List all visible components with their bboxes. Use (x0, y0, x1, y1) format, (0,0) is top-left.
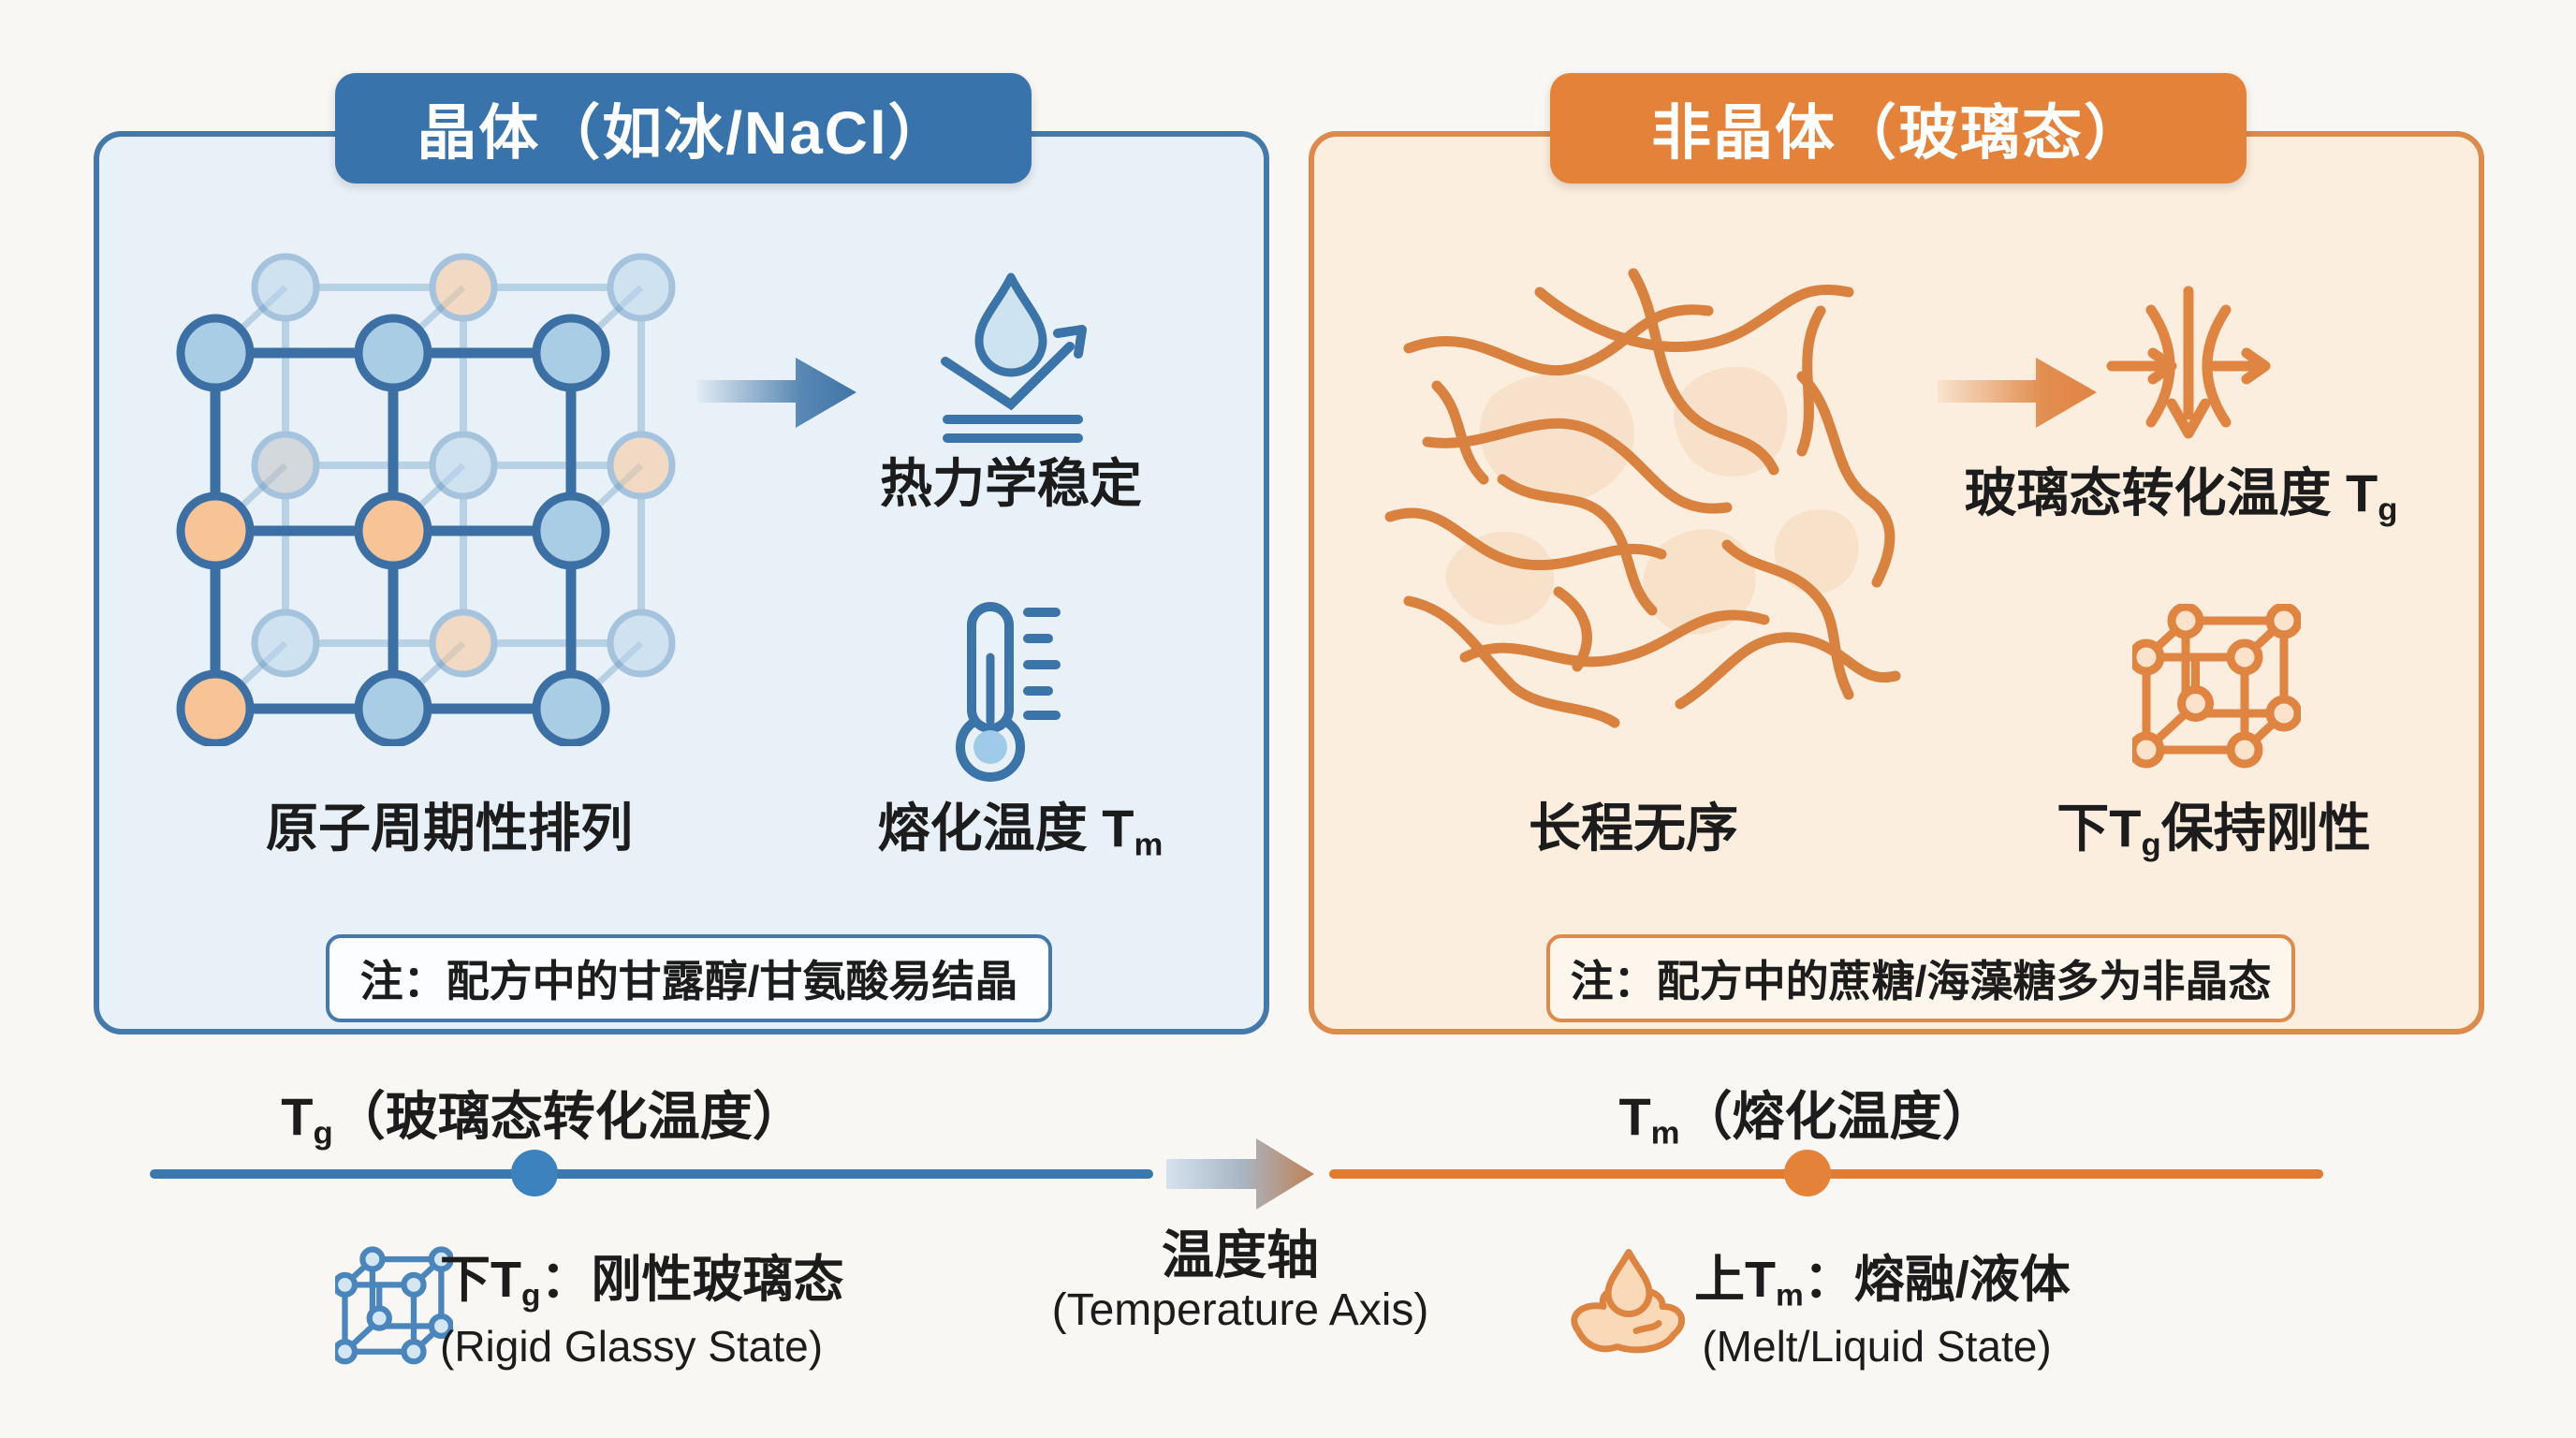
amorphous-panel-title: 非晶体（玻璃态） (1550, 73, 2247, 183)
cube-lattice-blue-icon (335, 1246, 453, 1365)
amorphous-tangle-icon (1384, 268, 1901, 728)
caption-glass-transition: 玻璃态转化温度 Tg (1964, 463, 2398, 528)
axis-point-tg (511, 1150, 558, 1196)
amorphous-note: 注：配方中的蔗糖/海藻糖多为非晶态 (1546, 934, 2295, 1022)
crystal-lattice-icon (176, 253, 676, 746)
caption-periodic-arrangement: 原子周期性排列 (266, 799, 633, 858)
compress-arrows-icon (2106, 286, 2271, 439)
amorphous-panel-title-text: 非晶体（玻璃态） (1651, 99, 2145, 167)
right-arrow-orange-icon (1938, 358, 2097, 428)
crystal-note: 注：配方中的甘露醇/甘氨酸易结晶 (326, 934, 1052, 1022)
crystal-panel-title-text: 晶体（如冰/NaCl） (417, 99, 950, 167)
melt-puddle-icon (1571, 1249, 1686, 1354)
right-arrow-blue-icon (697, 358, 856, 428)
axis-point-tm (1784, 1150, 1831, 1196)
axis-label-tm: Tm（熔化温度） (1618, 1087, 1995, 1152)
thermometer-icon (956, 602, 1061, 782)
axis-line-blue (150, 1169, 1153, 1179)
axis-center-label-en: (Temperature Axis) (1051, 1285, 1429, 1335)
caption-thermodynamic-stable: 热力学稳定 (880, 454, 1142, 513)
axis-label-tg: Tg（玻璃态转化温度） (281, 1087, 805, 1152)
caption-melting-temperature: 熔化温度 Tm (877, 799, 1164, 863)
droplet-bounce-icon (941, 272, 1087, 443)
caption-rigid-below-tg: 下Tg保持刚性 (2056, 799, 2371, 863)
axis-center-label-zh: 温度轴 (1162, 1225, 1319, 1284)
legend-rigid-glassy: 下Tg：刚性玻璃态 (Rigid Glassy State) (440, 1252, 844, 1372)
crystal-panel-title: 晶体（如冰/NaCl） (335, 73, 1032, 183)
temperature-gradient-arrow-icon (1166, 1138, 1314, 1210)
legend-melt-liquid: 上Tm：熔融/液体 (Melt/Liquid State) (1694, 1252, 2071, 1372)
cube-lattice-orange-icon (2132, 604, 2301, 769)
caption-long-range-disorder: 长程无序 (1529, 799, 1738, 858)
